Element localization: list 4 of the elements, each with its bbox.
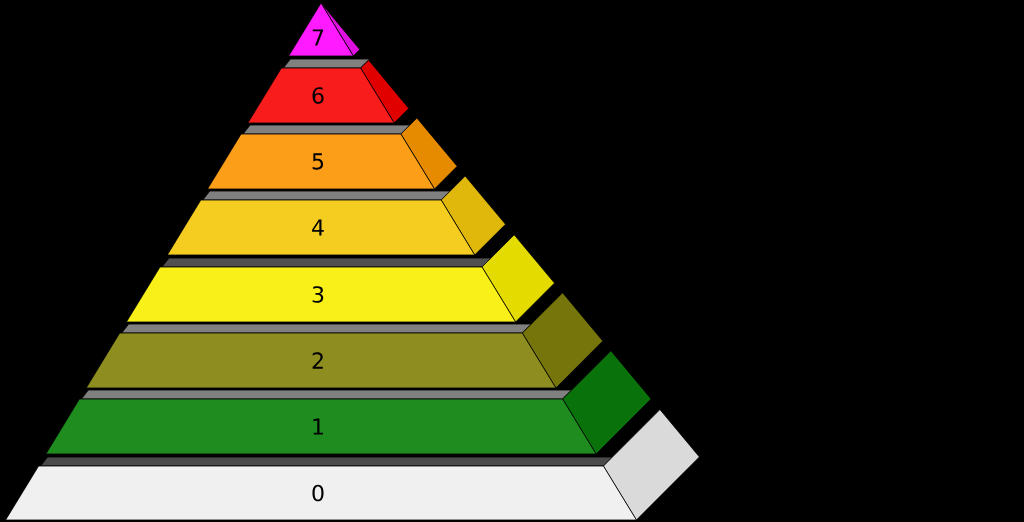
pyramid-layer: 7: [288, 2, 361, 57]
pyramid-layer: 6: [247, 58, 410, 124]
pyramid-layer: 5: [207, 117, 458, 190]
pyramid-layer: 4: [166, 175, 506, 256]
